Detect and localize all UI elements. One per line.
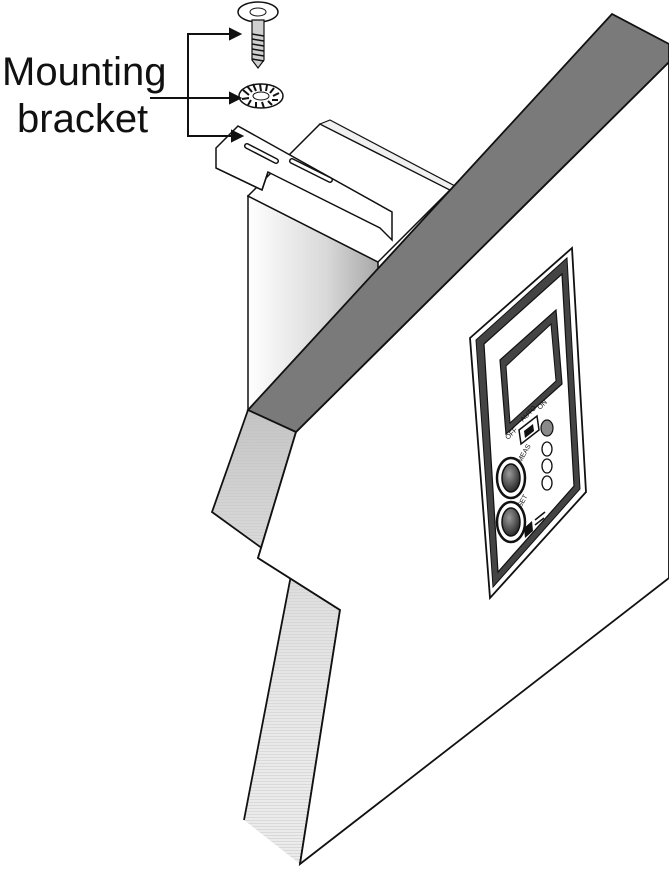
control-panel: OFF AUTO ON MEAS SET: [469, 246, 587, 601]
set-button[interactable]: [495, 500, 527, 544]
status-led: [540, 419, 554, 437]
callout-leader: [150, 27, 245, 143]
lock-washer-icon: [238, 83, 284, 109]
indicator-led: [541, 475, 553, 491]
indicator-led: [541, 441, 553, 457]
wall-top: [246, 12, 669, 434]
indicator-led: [541, 458, 553, 474]
screw-icon: [237, 1, 279, 69]
meas-button[interactable]: [495, 456, 527, 500]
bracket-slot: [289, 158, 333, 183]
mode-switch[interactable]: [518, 414, 540, 446]
bracket-slot: [244, 143, 279, 164]
brand-logo-icon: [524, 511, 546, 538]
mounting-bracket: [215, 125, 393, 242]
callout-label-line1: Mounting: [2, 50, 167, 94]
display-window: [499, 308, 563, 436]
callout-label-line2: bracket: [17, 97, 149, 141]
